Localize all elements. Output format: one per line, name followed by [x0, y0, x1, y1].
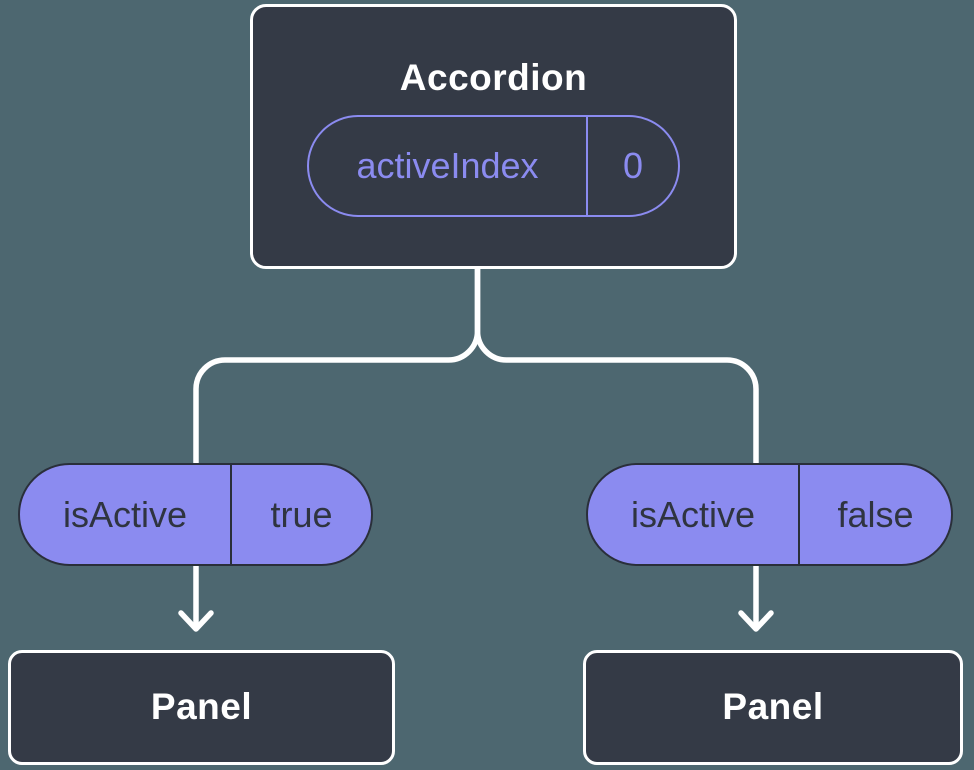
state-pill-activeindex: activeIndex 0 [307, 114, 680, 217]
prop-pill-isactive-false: isActive false [586, 463, 953, 566]
state-pill-name: activeIndex [309, 116, 588, 215]
prop-pill-name: isActive [588, 465, 800, 564]
connector-right-branch [474, 265, 759, 631]
panel-node-title: Panel [722, 686, 824, 728]
connector-left-branch [193, 265, 481, 631]
state-pill-value: 0 [622, 144, 644, 186]
panel-node-title: Panel [150, 686, 253, 728]
arrowhead-right-icon [738, 610, 774, 632]
prop-pill-isactive-true: isActive true [18, 463, 373, 566]
prop-pill-value: false [837, 493, 914, 535]
arrowhead-left-icon [178, 610, 214, 632]
panel-node-right: Panel [583, 650, 963, 765]
accordion-node: Accordion activeIndex 0 [250, 4, 737, 269]
prop-pill-name: isActive [20, 465, 232, 564]
accordion-node-title: Accordion [399, 57, 588, 99]
panel-node-left: Panel [8, 650, 395, 765]
prop-pill-value: true [270, 493, 333, 535]
